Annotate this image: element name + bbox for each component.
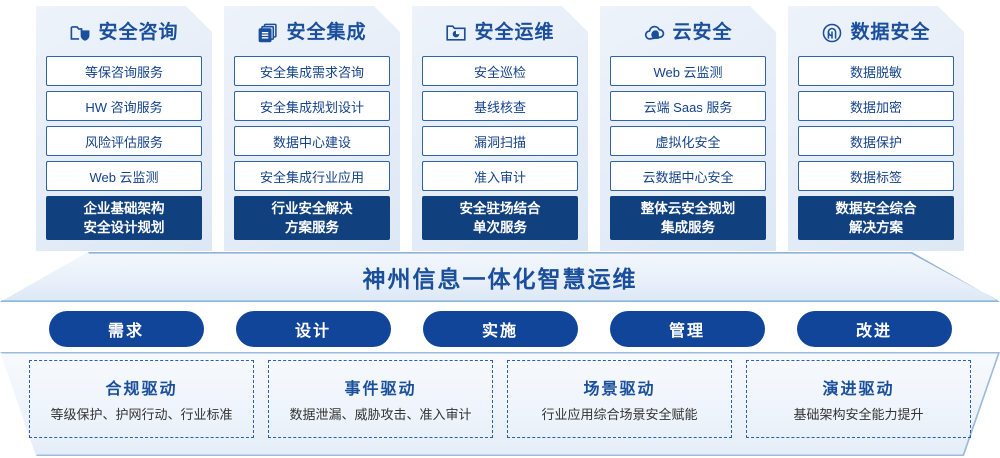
service-cards-row: 安全咨询 等保咨询服务 HW 咨询服务 风险评估服务 Web 云监测 企业基础架…: [0, 6, 1000, 256]
banner-shape: [0, 252, 1000, 302]
driver-title: 场景驱动: [583, 381, 656, 398]
card-footer-line: 安全设计规划: [83, 220, 165, 235]
driver-scenario[interactable]: 场景驱动 行业应用综合场景安全赋能: [507, 360, 732, 438]
drivers-section: 合规驱动 等级保护、护网行动、行业标准 事件驱动 数据泄漏、威胁攻击、准入审计 …: [0, 352, 1000, 456]
card-footer-line: 单次服务: [473, 220, 527, 235]
driver-title: 事件驱动: [344, 381, 417, 398]
card-footer-line: 企业基础架构: [83, 201, 165, 216]
folder-chart-icon: [445, 22, 467, 44]
service-card-security-operations[interactable]: 安全运维 安全巡检 基线核查 漏洞扫描 准入审计 安全驻场结合 单次服务: [412, 6, 588, 251]
driver-title: 合规驱动: [105, 381, 178, 398]
card-item[interactable]: 漏洞扫描: [422, 126, 578, 156]
folder-shield-icon: [69, 22, 91, 44]
driver-evolution[interactable]: 演进驱动 基础架构安全能力提升: [746, 360, 971, 438]
stacked-documents-icon: [257, 22, 279, 44]
pill-design[interactable]: 设计: [235, 311, 391, 347]
card-footer[interactable]: 数据安全综合 解决方案: [798, 196, 954, 240]
service-card-cloud-security[interactable]: 云安全 Web 云监测 云端 Saas 服务 虚拟化安全 云数据中心安全 整体云…: [600, 6, 776, 251]
service-card-security-consulting[interactable]: 安全咨询 等保咨询服务 HW 咨询服务 风险评估服务 Web 云监测 企业基础架…: [36, 6, 212, 251]
card-header: 安全集成: [233, 16, 391, 50]
card-footer-line: 整体云安全规划: [640, 201, 736, 216]
fingerprint-icon: [821, 22, 843, 44]
card-item[interactable]: 云数据中心安全: [610, 161, 766, 191]
driver-title: 演进驱动: [822, 381, 895, 398]
lifecycle-pills-row: 需求 设计 实施 管理 改进: [0, 311, 1000, 347]
card-item[interactable]: 基线核查: [422, 91, 578, 121]
card-item[interactable]: 云端 Saas 服务: [610, 91, 766, 121]
card-footer-line: 行业安全解决: [271, 201, 353, 216]
card-item[interactable]: 安全集成行业应用: [234, 161, 390, 191]
pill-improvement[interactable]: 改进: [796, 311, 952, 347]
banner-title: 神州信息一体化智慧运维: [362, 266, 638, 292]
card-header: 数据安全: [797, 16, 955, 50]
card-title: 数据安全: [850, 22, 931, 43]
card-footer-line: 安全驻场结合: [459, 201, 541, 216]
card-item[interactable]: 安全集成需求咨询: [234, 56, 390, 86]
card-title: 安全运维: [474, 22, 555, 43]
card-header: 安全运维: [421, 16, 579, 50]
driver-compliance[interactable]: 合规驱动 等级保护、护网行动、行业标准: [29, 360, 254, 438]
driver-subtitle: 等级保护、护网行动、行业标准: [50, 407, 233, 422]
card-header: 云安全: [609, 16, 767, 50]
card-footer-line: 集成服务: [661, 220, 715, 235]
cloud-icon: [643, 22, 665, 44]
card-item[interactable]: 数据中心建设: [234, 126, 390, 156]
card-item[interactable]: 安全巡检: [422, 56, 578, 86]
card-title: 云安全: [672, 22, 733, 43]
drivers-row: 合规驱动 等级保护、护网行动、行业标准 事件驱动 数据泄漏、威胁攻击、准入审计 …: [0, 360, 1000, 440]
drivers-shape: [0, 352, 1000, 456]
driver-subtitle: 数据泄漏、威胁攻击、准入审计: [289, 407, 472, 422]
card-item[interactable]: 数据脱敏: [798, 56, 954, 86]
driver-subtitle: 行业应用综合场景安全赋能: [541, 407, 698, 422]
card-header: 安全咨询: [45, 16, 203, 50]
platform-banner: 神州信息一体化智慧运维: [0, 252, 1000, 302]
card-footer[interactable]: 企业基础架构 安全设计规划: [46, 196, 202, 240]
card-item[interactable]: 安全集成规划设计: [234, 91, 390, 121]
pill-implementation[interactable]: 实施: [422, 311, 578, 347]
card-item[interactable]: 风险评估服务: [46, 126, 202, 156]
card-item[interactable]: 数据保护: [798, 126, 954, 156]
card-footer[interactable]: 行业安全解决 方案服务: [234, 196, 390, 240]
card-footer-line: 解决方案: [849, 220, 903, 235]
card-title: 安全咨询: [98, 22, 179, 43]
service-card-security-integration[interactable]: 安全集成 安全集成需求咨询 安全集成规划设计 数据中心建设 安全集成行业应用 行…: [224, 6, 400, 251]
pill-management[interactable]: 管理: [609, 311, 765, 347]
card-item[interactable]: 数据标签: [798, 161, 954, 191]
card-item[interactable]: 准入审计: [422, 161, 578, 191]
card-footer[interactable]: 安全驻场结合 单次服务: [422, 196, 578, 240]
pill-requirement[interactable]: 需求: [48, 311, 204, 347]
card-item[interactable]: 等保咨询服务: [46, 56, 202, 86]
driver-incident[interactable]: 事件驱动 数据泄漏、威胁攻击、准入审计: [268, 360, 493, 438]
driver-subtitle: 基础架构安全能力提升: [793, 407, 924, 422]
card-item[interactable]: Web 云监测: [46, 161, 202, 191]
card-footer-line: 方案服务: [285, 220, 339, 235]
service-card-data-security[interactable]: 数据安全 数据脱敏 数据加密 数据保护 数据标签 数据安全综合 解决方案: [788, 6, 964, 251]
card-item[interactable]: 虚拟化安全: [610, 126, 766, 156]
card-footer[interactable]: 整体云安全规划 集成服务: [610, 196, 766, 240]
card-title: 安全集成: [286, 22, 367, 43]
card-item[interactable]: 数据加密: [798, 91, 954, 121]
card-footer-line: 数据安全综合: [835, 201, 917, 216]
card-item[interactable]: Web 云监测: [610, 56, 766, 86]
card-item[interactable]: HW 咨询服务: [46, 91, 202, 121]
